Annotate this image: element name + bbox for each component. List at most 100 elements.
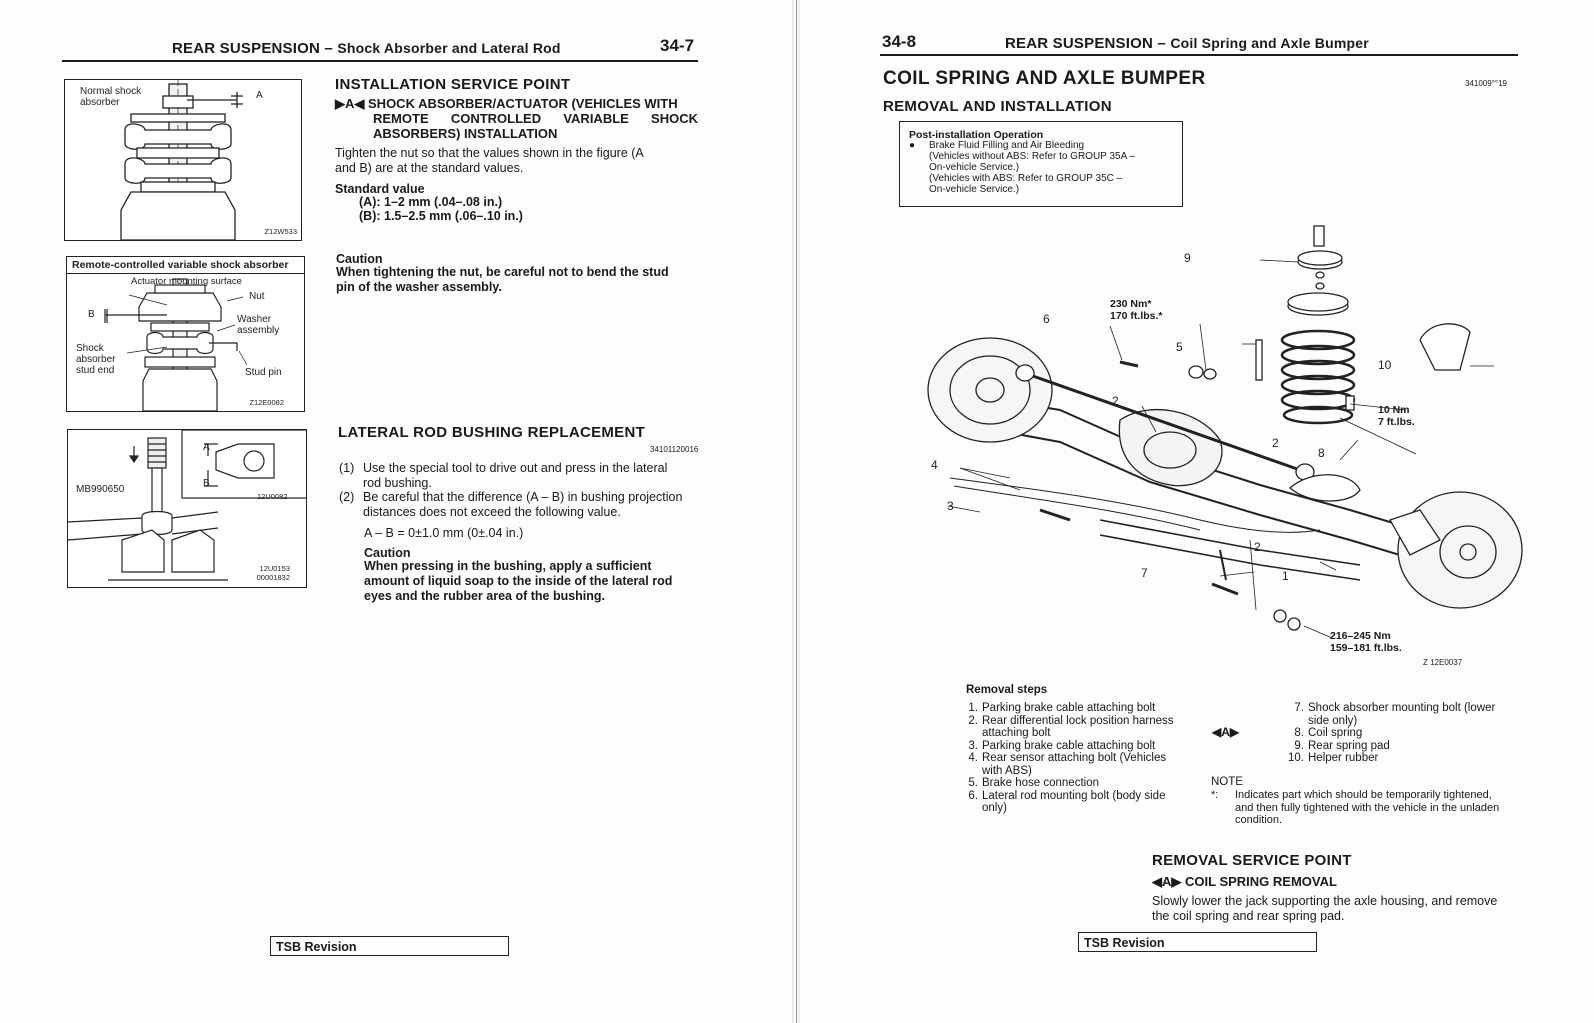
title-divider [67, 273, 304, 274]
page-number: 34-7 [660, 36, 695, 55]
removal-step-number: 5. [968, 777, 978, 789]
removal-step: 8. Coil spring [1288, 727, 1508, 740]
removal-step-text: Lateral rod mounting bolt (body side onl… [982, 789, 1166, 815]
removal-step-text: Rear spring pad [1308, 739, 1390, 752]
bushing-tool-drawing [68, 430, 306, 581]
post-installation-title: Post-installation Operation [909, 129, 1044, 141]
tsb-revision-box: TSB Revision [270, 936, 509, 956]
removal-step: 9. Rear spring pad [1288, 740, 1508, 753]
removal-step-text: Coil spring [1308, 727, 1363, 739]
callout-2-right: 2 [1272, 436, 1279, 450]
diagram-code: Z 12E0037 [1423, 658, 1463, 667]
removal-step-text: Rear differential lock position harness … [982, 714, 1174, 740]
left-page: REAR SUSPENSION – Shock Absorber and Lat… [0, 0, 792, 1023]
right-header: REAR SUSPENSION – Coil Spring and Axle B… [1005, 35, 1369, 52]
page-number: 34-8 [882, 32, 917, 51]
removal-step-number: 4. [968, 752, 978, 764]
removal-step-text: Brake hose connection [982, 777, 1099, 789]
remote-shock-drawing [104, 278, 248, 411]
figure-code-2: 00001832 [256, 573, 290, 582]
note-body: *: Indicates part which should be tempor… [1211, 789, 1500, 826]
removal-step-number: 6. [968, 789, 978, 802]
lateral-caution-label: Caution [364, 546, 411, 560]
header-rule [880, 54, 1518, 56]
callout-5: 5 [1176, 340, 1183, 354]
label-shock-stud-end: Shock absorber stud end [76, 343, 116, 376]
installation-body: Tighten the nut so that the values shown… [335, 146, 644, 175]
callout-7: 7 [1141, 566, 1148, 580]
removal-step-text: Shock absorber mounting bolt (lower side… [1308, 702, 1496, 727]
tsb-revision-box: TSB Revision [1078, 932, 1317, 952]
figure-code: Z12W533 [264, 227, 297, 236]
callout-10: 10 [1378, 358, 1392, 372]
removal-step-number: 3. [968, 739, 978, 752]
removal-step: 3.Parking brake cable attaching bolt [962, 740, 1180, 753]
removal-step-text: Rear sensor attaching bolt (Vehicles wit… [982, 752, 1167, 777]
gutter-line [796, 0, 797, 1023]
header-section: REAR SUSPENSION [172, 40, 321, 57]
label-b: B [88, 309, 95, 320]
callout-9: 9 [1184, 251, 1191, 265]
section-title: COIL SPRING AND AXLE BUMPER [883, 68, 1206, 89]
removal-step: 4. Rear sensor attaching bolt (Vehicles w… [962, 752, 1180, 777]
removal-service-body: Slowly lower the jack supporting the axl… [1152, 894, 1498, 923]
removal-step-number: 7. [1294, 702, 1304, 714]
lateral-caution-text: When pressing in the bushing, apply a su… [364, 559, 673, 603]
header-rule [62, 60, 698, 62]
torque-216nm: 216–245 Nm 159–181 ft.lbs. [1330, 630, 1402, 654]
label-a: A [203, 442, 210, 453]
header-section: REAR SUSPENSION [1005, 35, 1154, 52]
section-code: 341009°°19 [1465, 79, 1507, 88]
removal-marker-a: ◀A▶ [1212, 725, 1240, 739]
label-normal-shock: Normal shock absorber [80, 86, 142, 108]
post-installation-body: ● Brake Fluid Filling and Air Bleeding (… [909, 140, 1136, 195]
installation-title: INSTALLATION SERVICE POINT [335, 76, 571, 93]
note-label: NOTE [1211, 776, 1243, 788]
callout-6: 6 [1043, 312, 1050, 326]
torque-230nm: 230 Nm* 170 ft.lbs.* [1110, 298, 1163, 322]
section-subtitle: REMOVAL AND INSTALLATION [883, 98, 1112, 115]
removal-step: 7. Shock absorber mounting bolt (lower si… [1288, 702, 1508, 727]
lateral-code: 34101120016 [650, 445, 699, 454]
removal-step: 10. Helper rubber [1288, 752, 1508, 765]
removal-steps-left: 1. Parking brake cable attaching bolt 2. Re… [962, 702, 1180, 815]
torque-10nm: 10 Nm 7 ft.lbs. [1378, 404, 1415, 428]
label-special-tool: MB990650 [76, 484, 125, 495]
callout-4: 4 [931, 458, 938, 472]
label-stud-pin: Stud pin [245, 367, 282, 378]
removal-step-number: 8. [1294, 727, 1304, 739]
removal-step-text: Helper rubber [1308, 752, 1379, 764]
installation-subtitle: ▶A◀ SHOCK ABSORBER/ACTUATOR (VEHICLES WI… [335, 96, 698, 141]
lateral-item-2: (2) Be careful that the difference (A – … [339, 490, 683, 519]
callout-2-lower: 2 [1254, 540, 1261, 554]
figure-code: Z12E0082 [249, 398, 284, 407]
removal-steps-right: 7. Shock absorber mounting bolt (lower si… [1288, 702, 1508, 765]
figure-title: Remote-controlled variable shock absorbe… [72, 259, 289, 271]
header-subsection: Coil Spring and Axle Bumper [1170, 35, 1369, 51]
post-installation-box: Post-installation Operation ● Brake Flui… [899, 121, 1183, 207]
removal-step-number: 10. [1288, 752, 1304, 764]
removal-steps-title: Removal steps [966, 684, 1048, 696]
removal-step-number: 1. [968, 702, 978, 714]
removal-step-number: 9. [1294, 739, 1304, 752]
label-actuator-mounting: Actuator mounting surface [131, 276, 242, 287]
removal-step-text: Parking brake cable attaching bolt [982, 702, 1156, 714]
lateral-item-1: (1) Use the special tool to drive out an… [339, 461, 668, 490]
standard-value-b: (B): 1.5–2.5 mm (.06–.10 in.) [359, 209, 523, 223]
left-header: REAR SUSPENSION – Shock Absorber and Lat… [172, 40, 561, 57]
figure-normal-shock: Normal shock absorber A Z12W533 [64, 79, 302, 241]
removal-step: 2. Rear differential lock position harnes… [962, 715, 1180, 740]
label-nut: Nut [249, 291, 265, 302]
lateral-title: LATERAL ROD BUSHING REPLACEMENT [338, 424, 646, 441]
callout-2-upper: 2 [1112, 394, 1119, 408]
label-b: B [203, 478, 210, 489]
figure-code: 12U0153 [259, 564, 290, 573]
axle-exploded-diagram [927, 225, 1523, 639]
removal-step: 5. Brake hose connection [962, 777, 1180, 790]
callout-8: 8 [1318, 446, 1325, 460]
lateral-formula: A – B = 0±1.0 mm (0±.04 in.) [364, 526, 524, 540]
right-page: 34-8 REAR SUSPENSION – Coil Spring and A… [800, 0, 1594, 1023]
label-washer-assembly: Washer assembly [237, 314, 280, 336]
marker-a: ▶A◀ [335, 96, 365, 111]
removal-step-number: 2. [968, 714, 978, 727]
